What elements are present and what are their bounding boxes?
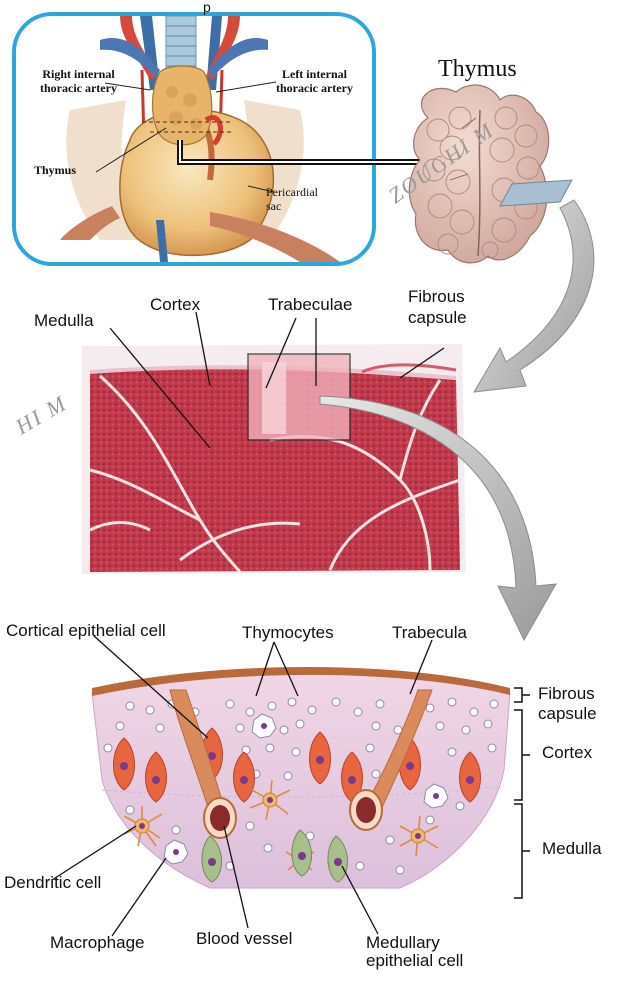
trabecula-label: Trabecula: [392, 624, 467, 643]
dendritic-cell-label: Dendritic cell: [4, 874, 101, 893]
macrophage-label: Macrophage: [50, 934, 145, 953]
left-internal-thoracic-artery-label: Left internal thoracic artery: [276, 68, 353, 96]
blood-vessel-label: Blood vessel: [196, 930, 292, 949]
medullary-epithelial-cell-label: Medullary epithelial cell: [366, 934, 463, 970]
schematic-cortex-label: Cortex: [542, 744, 592, 763]
histology-section: [82, 312, 466, 574]
right-internal-thoracic-artery-label: Right internal thoracic artery: [40, 68, 117, 96]
thymus-schematic: [52, 636, 530, 936]
histology-medulla-label: Medulla: [34, 312, 94, 331]
chest-anatomy-panel: [14, 14, 374, 264]
top-fragment-text: p: [203, 0, 211, 15]
histology-cortex-label: Cortex: [150, 296, 200, 315]
schematic-medulla-label: Medulla: [542, 840, 602, 859]
cortical-epithelial-cell-label: Cortical epithelial cell: [6, 622, 166, 641]
thymus-anatomy-label: Thymus: [34, 164, 76, 178]
histology-trabeculae-label: Trabeculae: [268, 296, 352, 315]
pericardial-sac-label: Pericardial sac: [266, 186, 318, 214]
thymocytes-label: Thymocytes: [242, 624, 334, 643]
thymus-title: Thymus: [438, 56, 517, 82]
schematic-fibrous-capsule-label: Fibrous capsule: [538, 684, 597, 725]
histology-fibrous-capsule-label: Fibrous capsule: [408, 286, 467, 329]
